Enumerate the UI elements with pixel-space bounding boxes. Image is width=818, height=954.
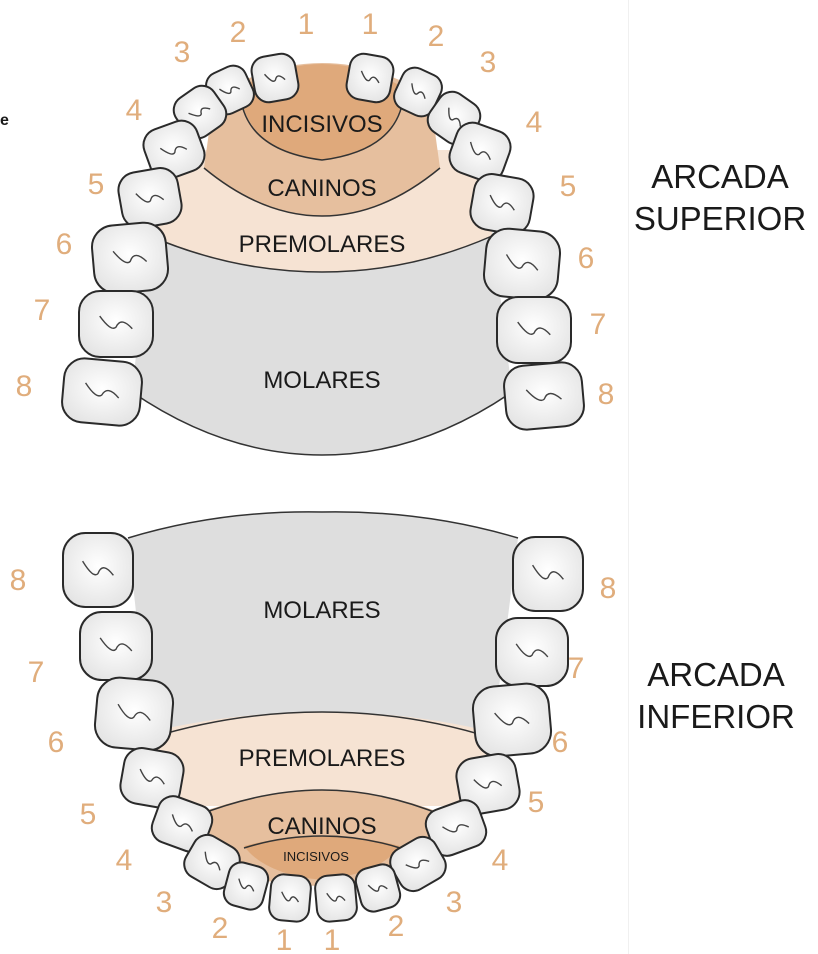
upper-number-6-left: 6 xyxy=(56,228,73,261)
lower-number-1-left: 1 xyxy=(276,924,293,954)
upper-tooth-5-left xyxy=(116,165,185,231)
upper-tooth-1-left xyxy=(249,52,300,105)
upper-number-6-right: 6 xyxy=(578,242,595,275)
lower-tooth-1-left xyxy=(268,873,312,922)
upper-arch-title-line1: ARCADA xyxy=(620,156,818,198)
upper-caninos-label: CANINOS xyxy=(267,175,376,202)
lower-arch-title-line2: INFERIOR xyxy=(616,696,816,738)
lower-number-4-left: 4 xyxy=(116,844,133,877)
upper-number-3-left: 3 xyxy=(174,36,191,69)
lower-number-5-right: 5 xyxy=(528,786,545,819)
lower-arch-title: ARCADA INFERIOR xyxy=(616,654,816,738)
upper-number-3-right: 3 xyxy=(480,46,497,79)
lower-molares-zone xyxy=(128,512,518,742)
upper-tooth-8-left xyxy=(60,357,143,428)
lower-tooth-7-left xyxy=(80,612,152,680)
upper-number-5-left: 5 xyxy=(88,168,105,201)
upper-tooth-7-left xyxy=(79,291,153,357)
lower-number-5-left: 5 xyxy=(80,798,97,831)
upper-number-7-left: 7 xyxy=(34,294,51,327)
lower-tooth-1-right xyxy=(314,873,358,922)
lower-number-3-right: 3 xyxy=(446,886,463,919)
upper-molares-label: MOLARES xyxy=(263,367,380,394)
lower-incisivos-label: INCISIVOS xyxy=(283,849,349,864)
lower-tooth-6-left xyxy=(93,676,175,752)
upper-arch-title-line2: SUPERIOR xyxy=(620,198,818,240)
lower-molares-label: MOLARES xyxy=(263,597,380,624)
upper-number-4-left: 4 xyxy=(126,94,143,127)
upper-number-5-right: 5 xyxy=(560,170,577,203)
upper-number-1-left: 1 xyxy=(298,8,315,41)
upper-premolares-label: PREMOLARES xyxy=(239,231,406,258)
lower-tooth-6-right xyxy=(471,682,553,758)
upper-tooth-1-right xyxy=(344,52,395,105)
upper-number-4-right: 4 xyxy=(526,106,543,139)
upper-incisivos-label: INCISIVOS xyxy=(261,111,382,138)
upper-number-8-right: 8 xyxy=(598,378,615,411)
upper-number-1-right: 1 xyxy=(362,8,379,41)
lower-tooth-8-right xyxy=(513,537,583,611)
lower-number-7-left: 7 xyxy=(28,656,45,689)
upper-number-7-right: 7 xyxy=(590,308,607,341)
lower-caninos-label: CANINOS xyxy=(267,813,376,840)
lower-number-2-left: 2 xyxy=(212,912,229,945)
upper-number-2-left: 2 xyxy=(230,16,247,49)
upper-tooth-8-right xyxy=(502,361,585,432)
upper-number-2-right: 2 xyxy=(428,20,445,53)
lower-arch-title-line1: ARCADA xyxy=(616,654,816,696)
upper-tooth-6-left xyxy=(90,221,170,295)
lower-tooth-7-right xyxy=(496,618,568,686)
lower-tooth-8-left xyxy=(63,533,133,607)
lower-number-3-left: 3 xyxy=(156,886,173,919)
lower-arch: MOLARES PREMOLARES CANINOS INCISIVOS 8 7… xyxy=(10,512,617,954)
upper-arch: INCISIVOS CANINOS PREMOLARES MOLARES 1 1… xyxy=(16,8,615,455)
lower-number-7-right: 7 xyxy=(568,652,585,685)
lower-premolares-label: PREMOLARES xyxy=(239,745,406,772)
lower-number-2-right: 2 xyxy=(388,910,405,943)
upper-number-8-left: 8 xyxy=(16,370,33,403)
upper-tooth-7-right xyxy=(497,297,571,363)
upper-tooth-5-right xyxy=(468,171,537,237)
lower-number-8-left: 8 xyxy=(10,564,27,597)
lower-number-1-right: 1 xyxy=(324,924,341,954)
upper-tooth-6-right xyxy=(482,227,562,301)
lower-number-6-right: 6 xyxy=(552,726,569,759)
lower-number-6-left: 6 xyxy=(48,726,65,759)
upper-arch-title: ARCADA SUPERIOR xyxy=(620,156,818,240)
lower-number-8-right: 8 xyxy=(600,572,617,605)
lower-number-4-right: 4 xyxy=(492,844,509,877)
